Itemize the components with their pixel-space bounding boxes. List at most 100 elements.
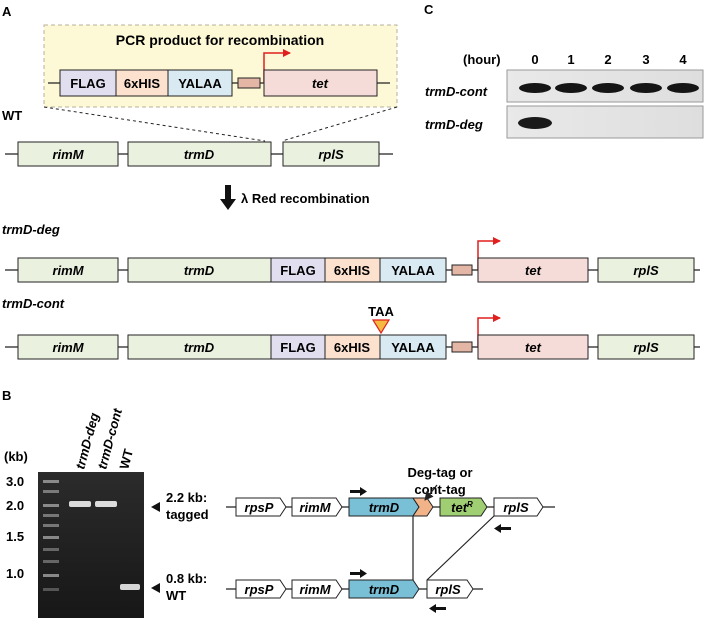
tagged-tetR-label: tetR	[451, 500, 473, 515]
cont-promoter-box	[451, 341, 473, 353]
wt-locus-trmD-label: trmD	[369, 582, 400, 597]
wt-rplS-label: rplS	[318, 147, 344, 162]
wt-band-pointer	[151, 583, 160, 593]
wt-forward-primer-arrow	[350, 569, 367, 578]
wt-band-name: WT	[166, 588, 186, 603]
tagged-rpsP-label: rpsP	[245, 500, 274, 515]
wt-reverse-primer-arrow	[429, 604, 446, 613]
cont-tet-box	[477, 334, 589, 360]
ladder-tick-1.0: 1.0	[6, 566, 24, 581]
deg-flag-label: FLAG	[280, 263, 315, 278]
taa-label: TAA	[368, 304, 394, 319]
deg-his-label: 6xHIS	[334, 263, 370, 278]
pcr-yalaa-box	[167, 69, 233, 97]
taa-marker	[371, 319, 391, 335]
deg-promoter-box	[451, 264, 473, 276]
cont-flag-box	[270, 334, 326, 360]
recombination-label: λ Red recombination	[241, 191, 370, 206]
blot-deg-band-0	[518, 117, 552, 129]
pcr-flag-box	[59, 69, 117, 97]
tag-callout-line1: Deg-tag or	[408, 465, 473, 480]
timepoint-0: 0	[531, 52, 538, 67]
deg-yalaa-label: YALAA	[391, 263, 435, 278]
dashed-guide-left	[43, 106, 266, 142]
pcr-yalaa-label: YALAA	[178, 76, 222, 91]
gel-band-deg	[69, 501, 91, 507]
wt-locus-rplS-label: rplS	[435, 582, 461, 597]
cont-row-label: trmD-cont	[2, 296, 65, 311]
blot-row-deg-label: trmD-deg	[425, 117, 483, 132]
wt-locus-rimM-box	[291, 579, 343, 599]
connector-rplS-start	[426, 515, 495, 581]
tagged-rplS-label: rplS	[503, 500, 529, 515]
tagged-rplS-box	[493, 497, 544, 517]
wt-locus-rplS-box	[426, 579, 474, 599]
cont-tet-label: tet	[525, 340, 542, 355]
timepoint-3: 3	[642, 52, 649, 67]
ladder-tick-1.5: 1.5	[6, 529, 24, 544]
gel-band-cont	[95, 501, 117, 507]
timepoint-4: 4	[679, 52, 687, 67]
tagged-rimM-label: rimM	[299, 500, 331, 515]
cont-trmD-label: trmD	[184, 340, 215, 355]
tagged-rpsP-box	[235, 497, 287, 517]
panel-a-letter: A	[2, 4, 12, 19]
blot-cont-band-4	[667, 83, 699, 93]
pcr-flag-label: FLAG	[70, 76, 105, 91]
cont-flag-label: FLAG	[280, 340, 315, 355]
agarose-gel	[38, 472, 144, 618]
wt-trmD-box	[127, 141, 272, 167]
cont-rimM-label: rimM	[52, 340, 84, 355]
deg-rplS-box	[597, 257, 695, 283]
tagged-band-size: 2.2 kb:	[166, 490, 207, 505]
cont-trmD-box	[127, 334, 272, 360]
gel-band-wt	[120, 584, 140, 590]
blot-cont-band-3	[630, 83, 662, 93]
wt-rplS-box	[282, 141, 380, 167]
tagged-rimM-box	[291, 497, 343, 517]
deg-yalaa-box	[379, 257, 447, 283]
kb-label: (kb)	[4, 449, 28, 464]
tagged-band-name: tagged	[166, 507, 209, 522]
pcr-his-box	[115, 69, 169, 97]
tagged-tet-superscript: R	[467, 500, 473, 509]
pcr-promoter-box	[237, 77, 261, 89]
deg-his-box	[324, 257, 381, 283]
cont-rplS-box	[597, 334, 695, 360]
wt-rimM-box	[17, 141, 119, 167]
hour-label: (hour)	[463, 52, 501, 67]
wt-row-label: WT	[2, 108, 22, 123]
ladder	[43, 480, 59, 591]
wt-band-size: 0.8 kb:	[166, 571, 207, 586]
deg-rplS-label: rplS	[633, 263, 659, 278]
tag-callout-line2: cont-tag	[414, 482, 465, 497]
tagged-tetR-box	[439, 497, 488, 517]
tagged-forward-primer-arrow	[350, 487, 367, 496]
pcr-his-label: 6xHIS	[124, 76, 160, 91]
deg-row-label: trmD-deg	[2, 222, 60, 237]
ladder-tick-2.0: 2.0	[6, 498, 24, 513]
blot-cont-band-0	[519, 83, 551, 93]
blot-cont-band-2	[592, 83, 624, 93]
deg-rimM-box	[17, 257, 119, 283]
dashed-guide-right	[281, 106, 398, 142]
wt-trmD-label: trmD	[184, 147, 215, 162]
cont-yalaa-box	[379, 334, 447, 360]
ladder-tick-3.0: 3.0	[6, 474, 24, 489]
tag-callout-arrow	[424, 484, 438, 501]
wt-locus-rimM-label: rimM	[299, 582, 331, 597]
tagged-reverse-primer-arrow	[494, 524, 511, 533]
deg-tet-box	[477, 257, 589, 283]
tagged-tet-text: tet	[451, 500, 468, 515]
recombination-arrow	[220, 185, 236, 210]
timepoint-2: 2	[604, 52, 611, 67]
wt-rimM-label: rimM	[52, 147, 84, 162]
deg-trmD-label: trmD	[184, 263, 215, 278]
pcr-tet-box	[263, 69, 378, 97]
deg-trmD-box	[127, 257, 272, 283]
lane-label-wt: WT	[116, 447, 136, 470]
wt-locus-rpsP-box	[235, 579, 287, 599]
panel-c-letter: C	[424, 2, 434, 17]
timepoint-1: 1	[567, 52, 574, 67]
